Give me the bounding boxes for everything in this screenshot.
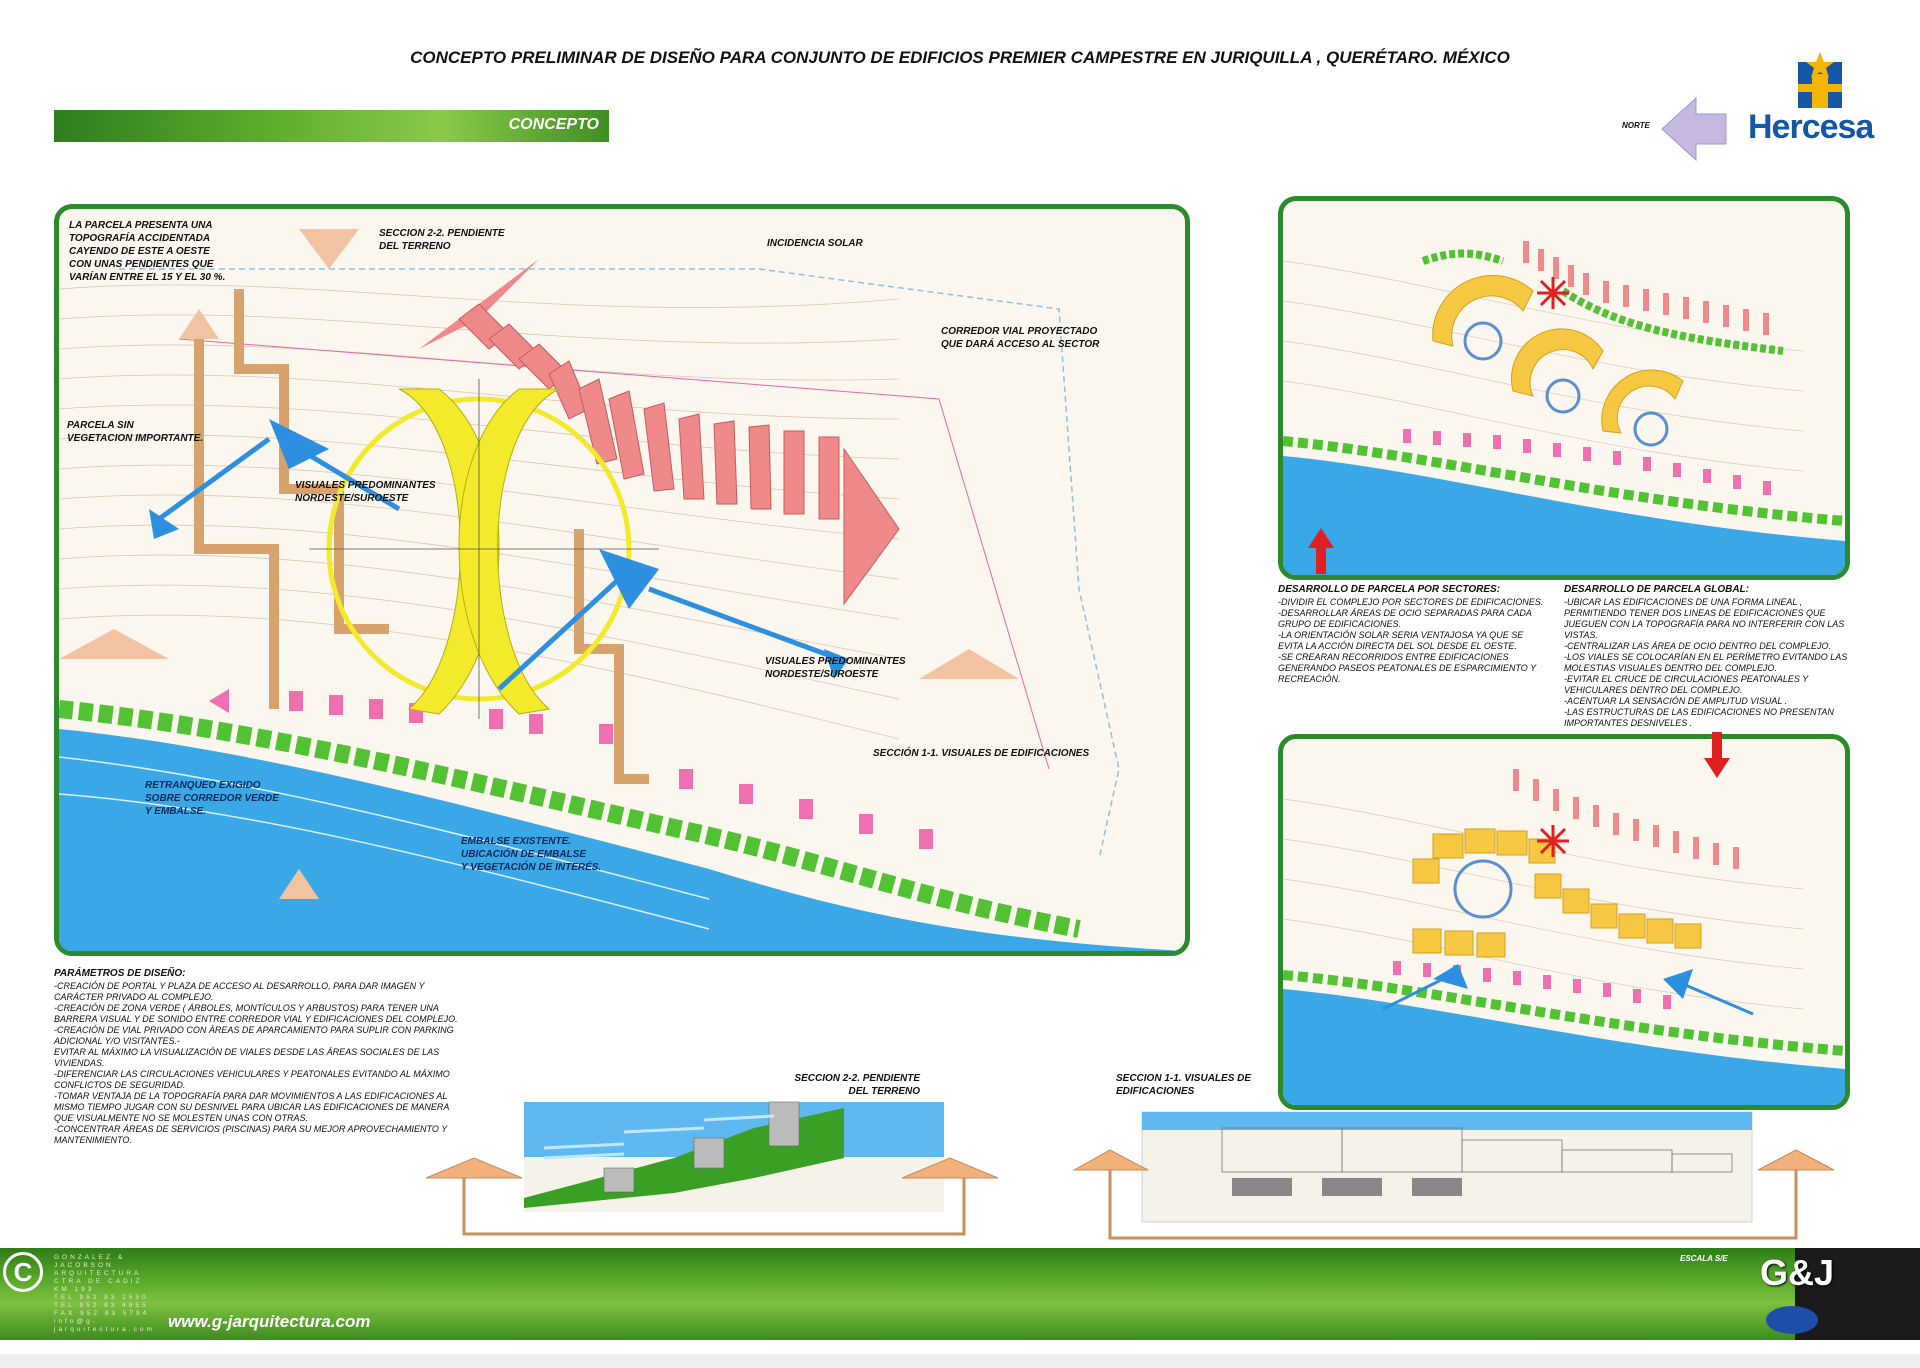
gj-logo-text: G&J <box>1760 1252 1835 1293</box>
north-red-arrow-up-icon <box>1308 528 1334 574</box>
sectors-plan-panel <box>1278 196 1850 580</box>
main-site-plan-drawing <box>59 229 1185 951</box>
gj-logo-icon <box>1766 1306 1818 1334</box>
label-visuales-2: VISUALES PREDOMINANTES NORDESTE/SUROESTE <box>765 656 906 680</box>
section-1-1-label: SECCION 1-1. VISUALES DE EDIFICACIONES <box>1116 1073 1252 1097</box>
page-title: CONCEPTO PRELIMINAR DE DISEÑO PARA CONJU… <box>410 48 1510 67</box>
retreat-markers <box>289 691 933 849</box>
slope-stair-left <box>194 329 279 709</box>
concept-section-bar: CONCEPTO <box>54 110 609 142</box>
label-seccion-2-2: SECCION 2-2. PENDIENTE DEL TERRENO <box>379 228 505 252</box>
footer-address: GONZALEZ & JACOBSON ARQUITECTURA CTRA DE… <box>54 1254 155 1333</box>
north-red-arrow-down-icon <box>1704 732 1730 778</box>
label-parcela-sin-vegetacion: PARCELA SIN VEGETACION IMPORTANTE. <box>67 420 204 444</box>
property-line <box>178 338 1050 770</box>
retreat-arrow-left <box>209 689 229 713</box>
solar-star-icon <box>1537 277 1569 309</box>
section-2-2-drawing <box>425 1101 999 1236</box>
bottom-strip <box>0 1354 1920 1368</box>
hercesa-logo-text: Hercesa <box>1748 108 1874 146</box>
label-embalse: EMBALSE EXISTENTE. UBICACIÓN DE EMBALSE … <box>461 836 602 873</box>
copyright-icon: C <box>3 1252 43 1292</box>
sectors-heading: DESARROLLO DE PARCELA POR SECTORES: <box>1278 584 1501 595</box>
label-visuales-1: VISUALES PREDOMINANTES NORDESTE/SUROESTE <box>295 480 436 504</box>
yellow-arc-right <box>458 388 560 715</box>
north-label: NORTE <box>1622 121 1650 130</box>
concept-section-label: CONCEPTO <box>508 116 599 133</box>
label-seccion-1-1: SECCIÓN 1-1. VISUALES DE EDIFICACIONES <box>873 748 1090 759</box>
solar-star-icon-2 <box>1537 825 1569 857</box>
view-fan-2 <box>599 549 659 609</box>
parcel-boundary <box>119 268 1120 860</box>
global-plan-drawing <box>1283 769 1845 1105</box>
reservoir-water <box>59 729 1185 951</box>
north-arrow-icon <box>1661 96 1727 162</box>
global-plan-panel <box>1278 734 1850 1110</box>
design-parameters: PARÁMETROS DE DISEÑO: -CREACIÓN DE PORTA… <box>54 968 484 1146</box>
parameters-heading: PARÁMETROS DE DISEÑO: <box>54 968 186 979</box>
scale-label: ESCALA S/E <box>1680 1254 1728 1263</box>
footer-grass-band <box>0 1248 1920 1340</box>
label-retranqueo: RETRANQUEO EXIGIDO SOBRE CORREDOR VERDE … <box>145 780 279 817</box>
hercesa-logo-icon <box>1798 52 1842 108</box>
solar-arrow-head-right <box>843 447 900 606</box>
global-heading: DESARROLLO DE PARCELA GLOBAL: <box>1564 584 1749 595</box>
main-concept-plan: LA PARCELA PRESENTA UNA TOPOGRAFÍA ACCID… <box>54 204 1190 956</box>
section-1-1-drawing <box>1072 1111 1835 1240</box>
label-parcela-topografia: LA PARCELA PRESENTA UNA TOPOGRAFÍA ACCID… <box>69 220 226 283</box>
footer-website-link[interactable]: www.g-jarquitectura.com <box>168 1312 371 1331</box>
solar-incidence-band <box>458 303 840 520</box>
label-incidencia-solar: INCIDENCIA SOLAR <box>767 238 863 249</box>
section-2-2-label: SECCION 2-2. PENDIENTE DEL TERRENO <box>794 1073 920 1097</box>
green-corridor <box>59 700 1081 938</box>
label-corredor-vial: CORREDOR VIAL PROYECTADO QUE DARÁ ACCESO… <box>941 326 1100 350</box>
sectors-plan-drawing <box>1283 241 1845 575</box>
global-description: DESARROLLO DE PARCELA GLOBAL: -UBICAR LA… <box>1564 584 1864 729</box>
sectors-description: DESARROLLO DE PARCELA POR SECTORES: -DIV… <box>1278 584 1578 685</box>
